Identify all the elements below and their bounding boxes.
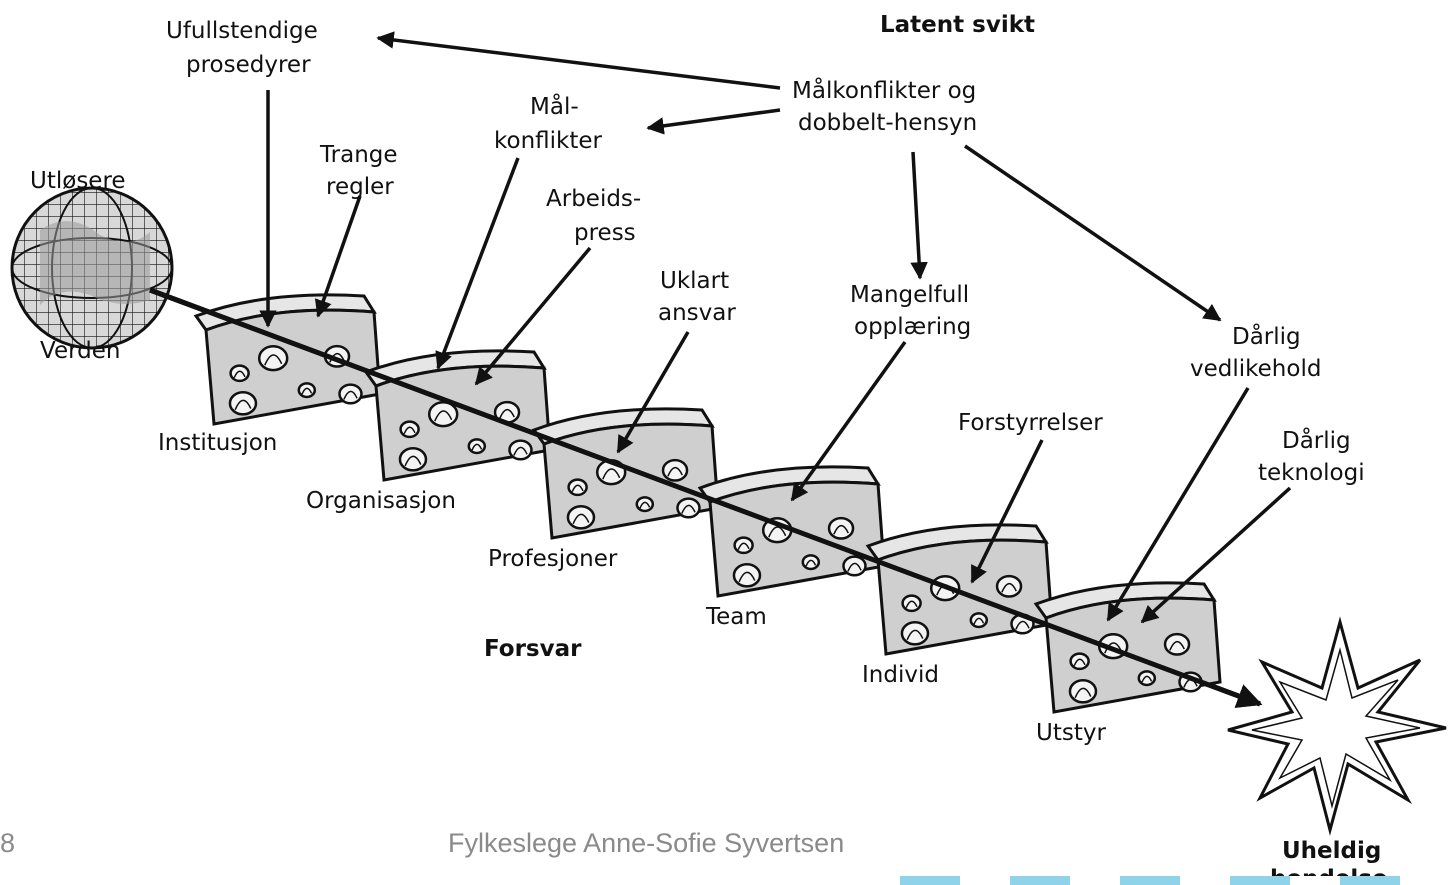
decorative-footer-bar xyxy=(900,876,1448,885)
layer-label-profesjoner: Profesjoner xyxy=(488,546,618,572)
cheese-slice-organisasjon xyxy=(366,351,550,480)
cheese-slice-profesjoner xyxy=(534,409,718,538)
failure-label-narrow-rules: Trange regler xyxy=(319,142,405,200)
failure-label-inadequate-training: Mangelfull opplæring xyxy=(850,282,976,340)
defense-heading: Forsvar xyxy=(484,636,582,662)
layer-label-individ: Individ xyxy=(862,662,939,688)
layer-label-organisasjon: Organisasjon xyxy=(306,488,456,514)
cheese-slice-institusjon xyxy=(196,295,380,424)
latent-failure-heading: Latent svikt xyxy=(880,12,1035,38)
failure-label-poor-technology: Dårlig teknologi xyxy=(1258,426,1365,486)
failure-label-work-pressure: Arbeids- press xyxy=(546,186,649,246)
triggers-label: Utløsere xyxy=(30,168,126,194)
failure-label-poor-maintenance: Dårlig vedlikehold xyxy=(1190,322,1321,382)
failure-label-incomplete-procedures: Ufullstendige prosedyrer xyxy=(166,18,325,78)
slide-page-number: 8 xyxy=(0,828,15,859)
globe-icon xyxy=(12,188,172,348)
failure-label-disturbances: Forstyrrelser xyxy=(958,410,1103,436)
failure-label-unclear-responsibility: Uklart ansvar xyxy=(658,268,736,326)
failure-label-goal-conflicts: Mål- konflikter xyxy=(494,92,603,154)
accident-star-icon xyxy=(1228,622,1446,830)
layer-label-team: Team xyxy=(705,604,767,630)
layer-label-institusjon: Institusjon xyxy=(158,430,277,456)
cheese-slice-individ xyxy=(868,525,1052,654)
layer-label-utstyr: Utstyr xyxy=(1036,720,1106,746)
world-label: Verden xyxy=(40,338,120,364)
cheese-slice-utstyr xyxy=(1036,583,1220,712)
slide-author-footer: Fylkeslege Anne-Sofie Syvertsen xyxy=(448,828,844,859)
goal-conflicts-main-label: Målkonflikter og dobbelt-hensyn xyxy=(792,76,984,136)
